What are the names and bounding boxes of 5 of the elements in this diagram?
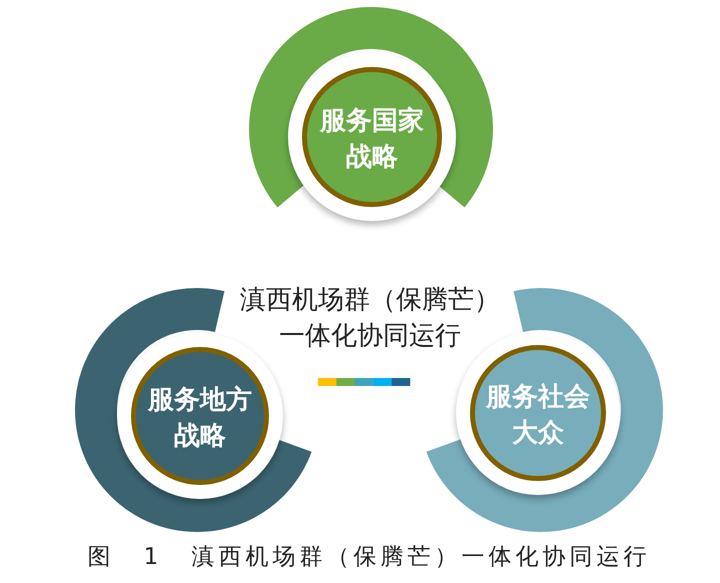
node-label: 服务国家战略 [318,105,425,174]
node-label: 服务社会大众 [484,381,591,450]
diagram-title: 滇西机场群（保腾芒）一体化协同运行 [239,284,501,353]
figure-caption: 图 1 滇西机场群（保腾芒）一体化协同运行 [86,543,652,572]
node-label: 服务地方战略 [146,384,253,453]
